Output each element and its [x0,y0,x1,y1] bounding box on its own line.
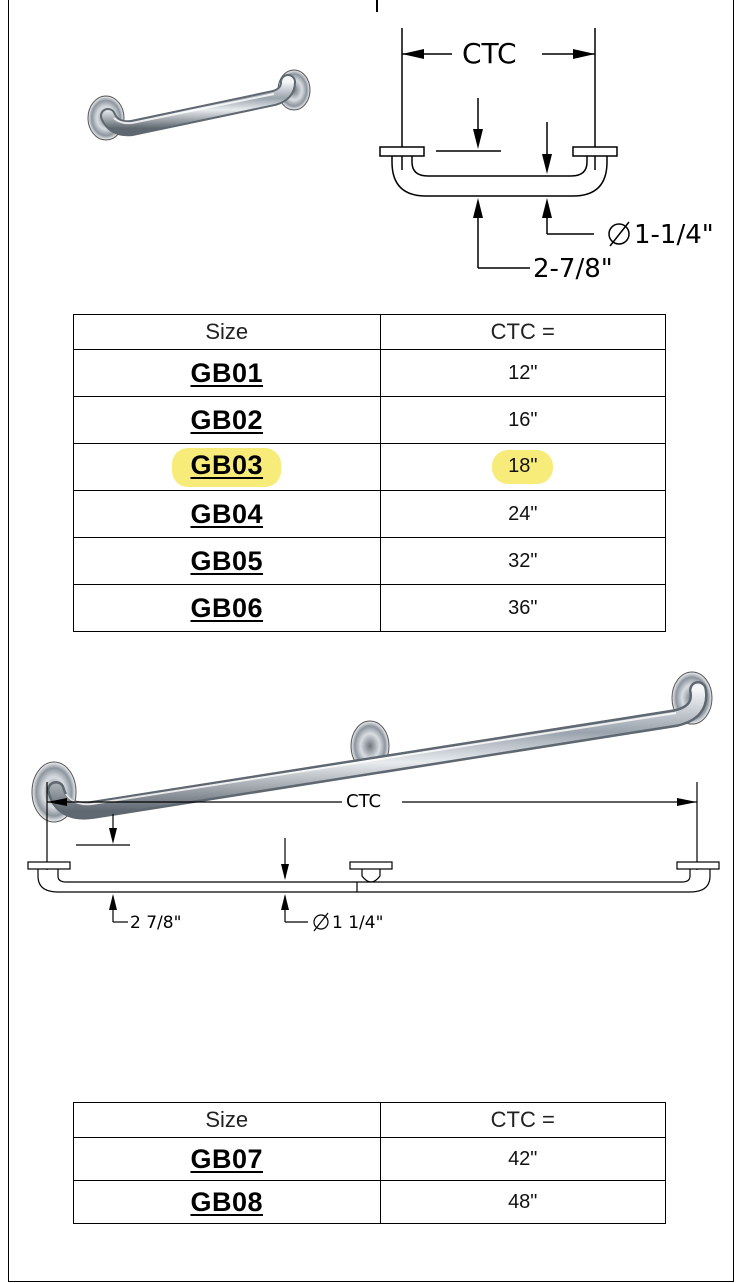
size-table-2: Size CTC = GB07 42" GB08 48" [73,1102,666,1224]
highlight-marker: 18" [492,450,554,484]
ctc-value: 48" [508,1190,538,1213]
ctc-value: 12" [508,361,538,384]
model-code: GB06 [190,592,264,623]
top-ctc-label: CTC [462,37,517,70]
top-depth-label: 2-7/8" [533,254,613,284]
top-dimension-drawing [379,28,630,269]
table-row: GB04 24" [73,490,667,538]
table-row: GB06 36" [73,584,667,632]
size-header: Size [73,1102,381,1138]
ctc-value: 32" [508,549,538,572]
size-header: Size [73,314,381,350]
frame-tick [376,0,378,12]
ctc-value: 18" [508,455,538,477]
bottom-diameter-label: 1 1/4" [332,913,384,933]
table-row: GB05 32" [73,537,667,585]
ctc-value: 16" [508,408,538,431]
highlight-marker: GB03 [172,447,282,487]
bottom-depth-label: 2 7/8" [130,913,182,933]
diameter-symbol-icon [608,221,630,247]
size-table-1: Size CTC = GB01 12" GB02 16" GB03 18" GB… [73,314,667,632]
small-grab-bar-image [87,69,311,141]
ctc-value: 42" [508,1147,538,1170]
table-row-highlighted: GB03 18" [73,443,667,491]
top-diameter-label: 1-1/4" [634,220,714,250]
model-code: GB07 [190,1143,264,1174]
model-code: GB02 [190,404,264,435]
model-code: GB03 [190,449,264,480]
ctc-header: CTC = [379,314,667,350]
page-frame [8,0,734,1282]
model-code: GB04 [190,498,264,529]
ctc-value: 24" [508,502,538,525]
table-row: GB08 48" [73,1180,666,1224]
table-row: GB01 12" [73,349,667,397]
table-header-row: Size CTC = [73,1102,666,1138]
ctc-header: CTC = [379,1102,666,1138]
model-code: GB05 [190,545,264,576]
table-header-row: Size CTC = [73,314,667,350]
bottom-ctc-label: CTC [346,791,382,812]
model-code: GB01 [190,357,264,388]
ctc-value: 36" [508,596,538,619]
diameter-symbol-icon [313,912,329,932]
table-row: GB02 16" [73,396,667,444]
model-code: GB08 [190,1186,264,1217]
table-row: GB07 42" [73,1137,666,1181]
bottom-dimension-drawing [27,782,720,932]
